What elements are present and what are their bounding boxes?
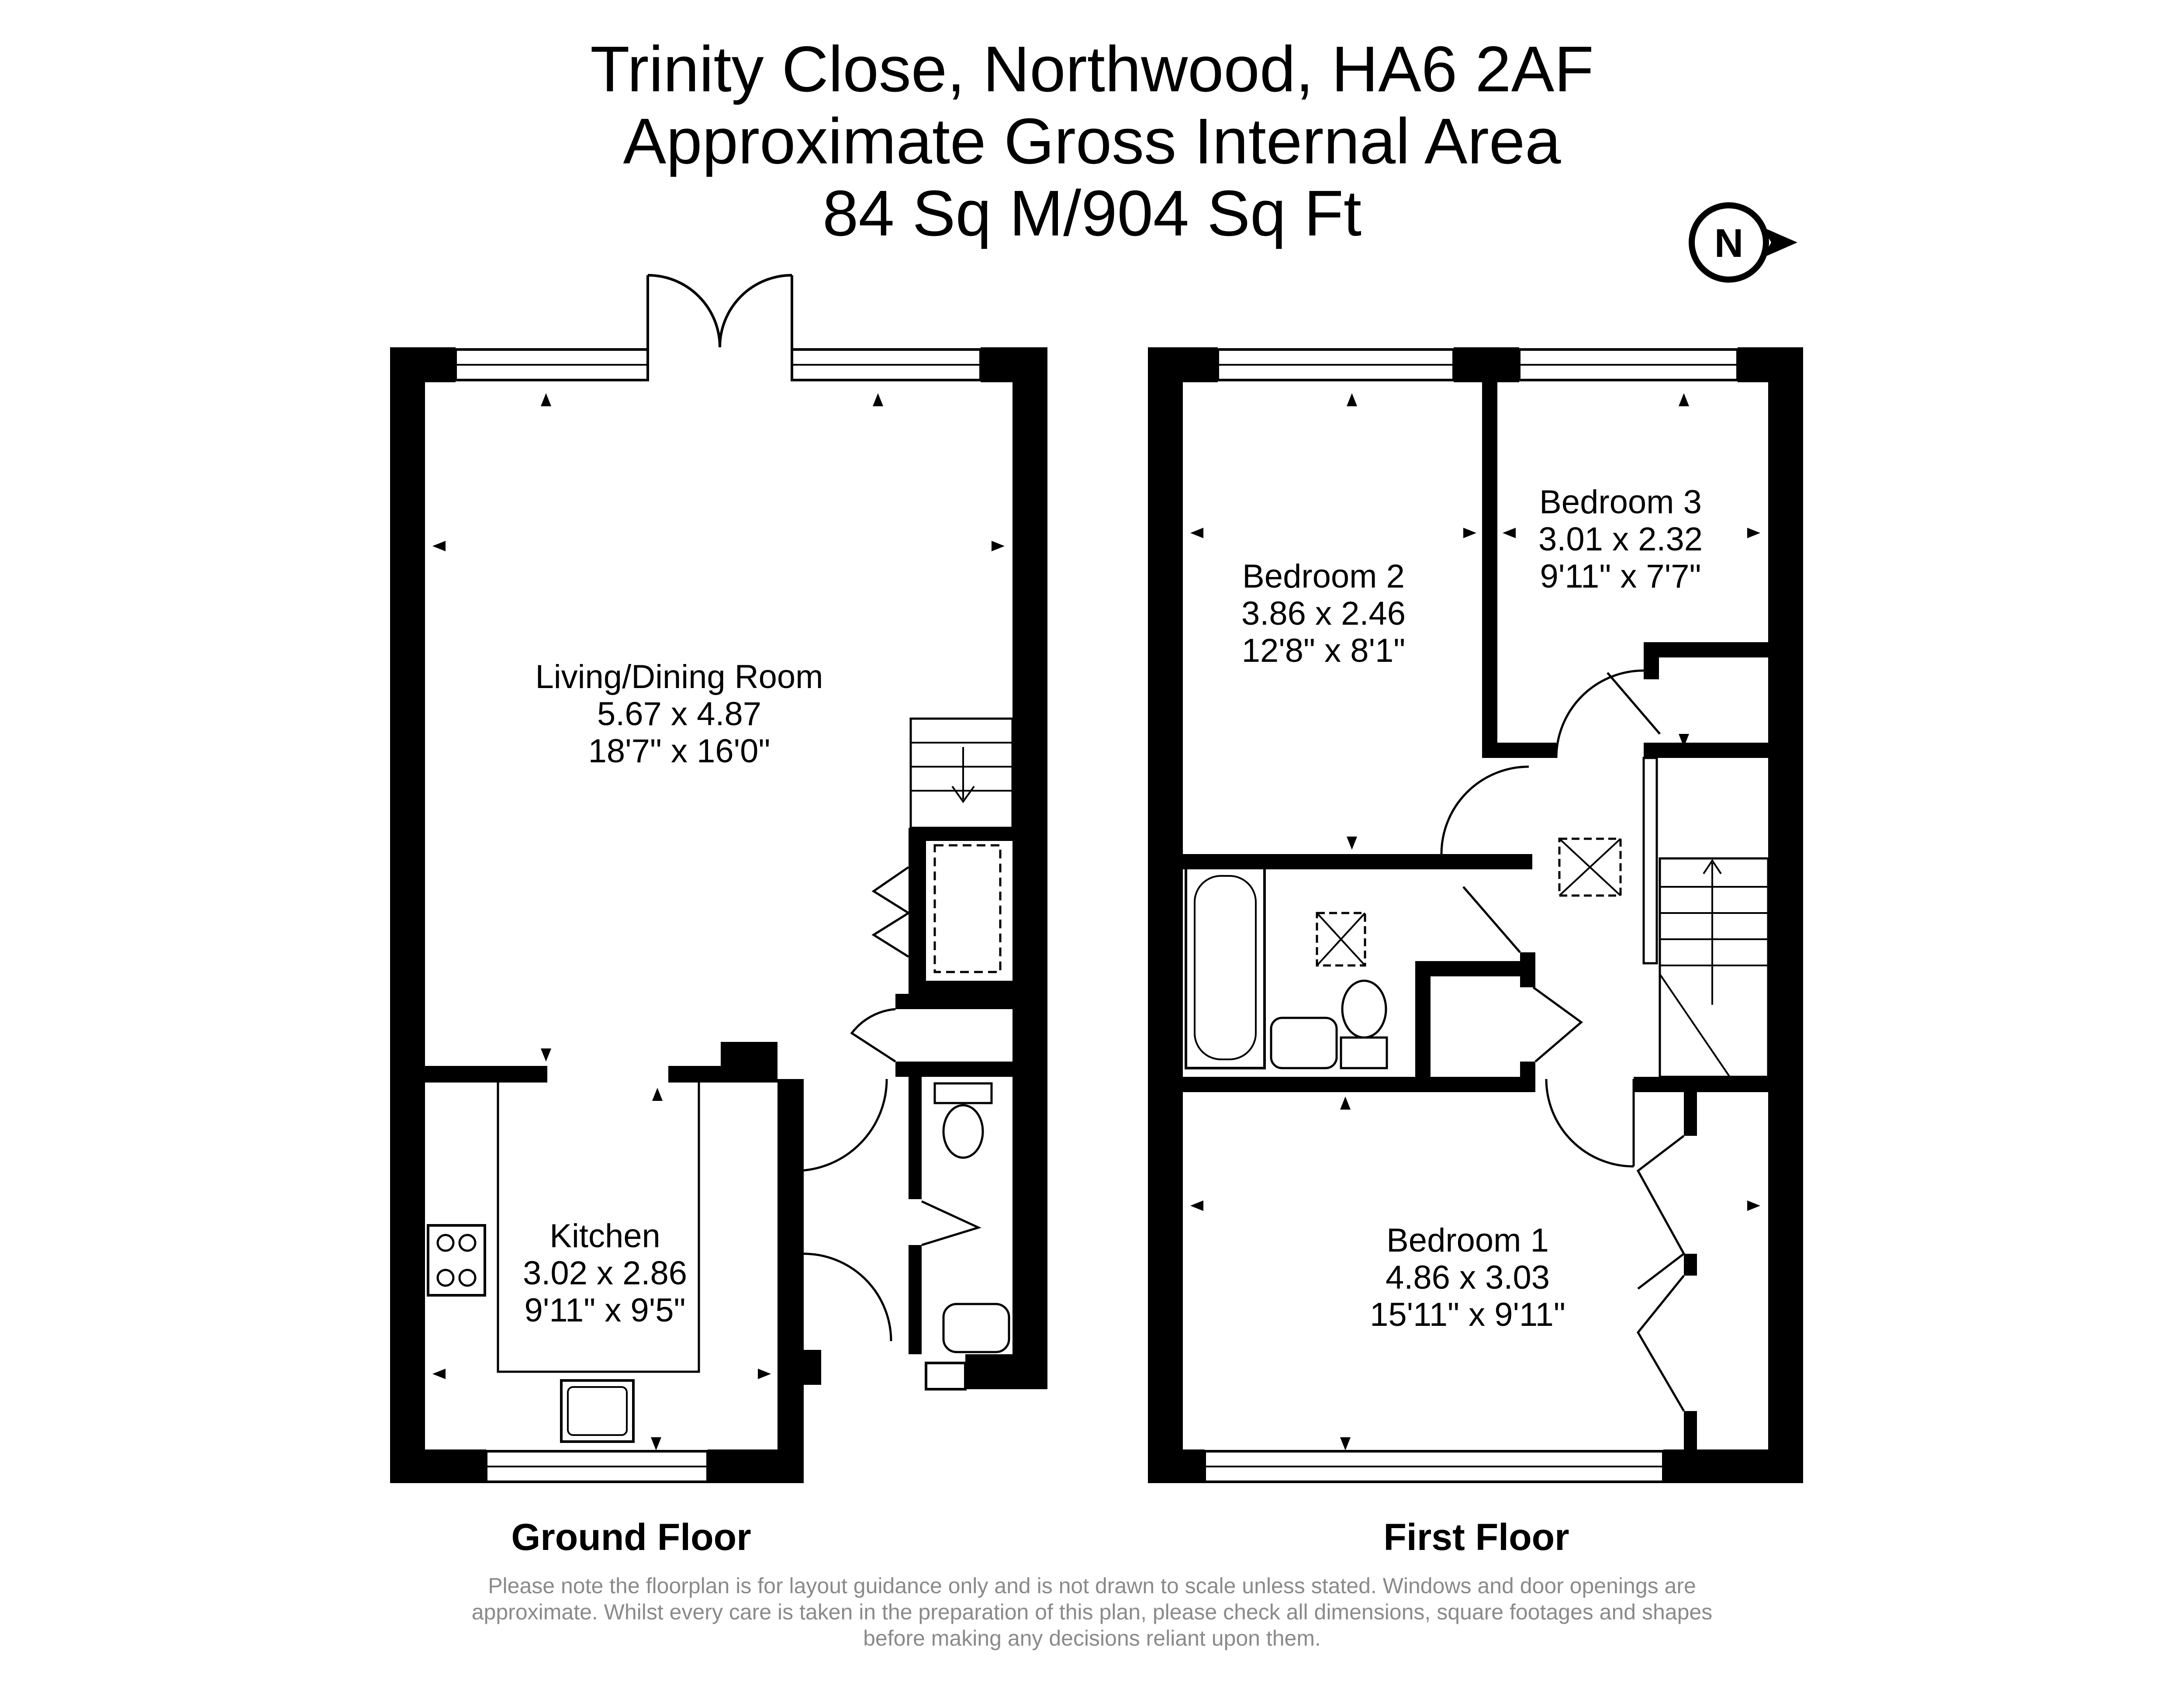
disclaimer-text: Please note the floorplan is for layout …	[393, 1573, 1791, 1651]
room-dimensions-imperial: 12'8" x 8'1"	[1242, 632, 1406, 669]
plan-area-value: 84 Sq M/904 Sq Ft	[822, 177, 1362, 249]
room-name: Bedroom 2	[1242, 558, 1405, 595]
room-dimensions-metric: 3.02 x 2.86	[523, 1255, 687, 1292]
room-name: Living/Dining Room	[536, 658, 823, 695]
disclaimer-line: approximate. Whilst every care is taken …	[471, 1600, 1713, 1624]
room-dimensions-imperial: 15'11" x 9'11"	[1370, 1296, 1565, 1333]
disclaimer-line: before making any decisions reliant upon…	[863, 1626, 1321, 1650]
ground-floor-label: Ground Floor	[511, 1516, 751, 1558]
north-arrow-icon: N	[1689, 202, 1797, 283]
disclaimer-line: Please note the floorplan is for layout …	[488, 1574, 1696, 1598]
room-dimensions-metric: 5.67 x 4.87	[597, 695, 761, 733]
room-dimensions-imperial: 18'7" x 16'0"	[588, 733, 771, 770]
room-name: Bedroom 3	[1539, 484, 1702, 521]
room-dimensions-imperial: 9'11" x 7'7"	[1540, 558, 1701, 595]
ground-floor-plan	[390, 274, 1047, 1483]
plan-area-caption: Approximate Gross Internal Area	[623, 105, 1561, 177]
room-dimensions-imperial: 9'11" x 9'5"	[525, 1292, 686, 1329]
room-dimensions-metric: 3.01 x 2.32	[1538, 521, 1703, 558]
compass-letter: N	[1714, 221, 1743, 266]
room-dimensions-metric: 3.86 x 2.46	[1241, 595, 1406, 632]
first-floor-label: First Floor	[1383, 1516, 1569, 1558]
room-name: Kitchen	[549, 1218, 660, 1255]
plan-address: Trinity Close, Northwood, HA6 2AF	[590, 33, 1594, 105]
room-name: Bedroom 1	[1386, 1222, 1549, 1259]
room-dimensions-metric: 4.86 x 3.03	[1386, 1259, 1550, 1296]
first-floor-plan	[1148, 347, 1803, 1483]
